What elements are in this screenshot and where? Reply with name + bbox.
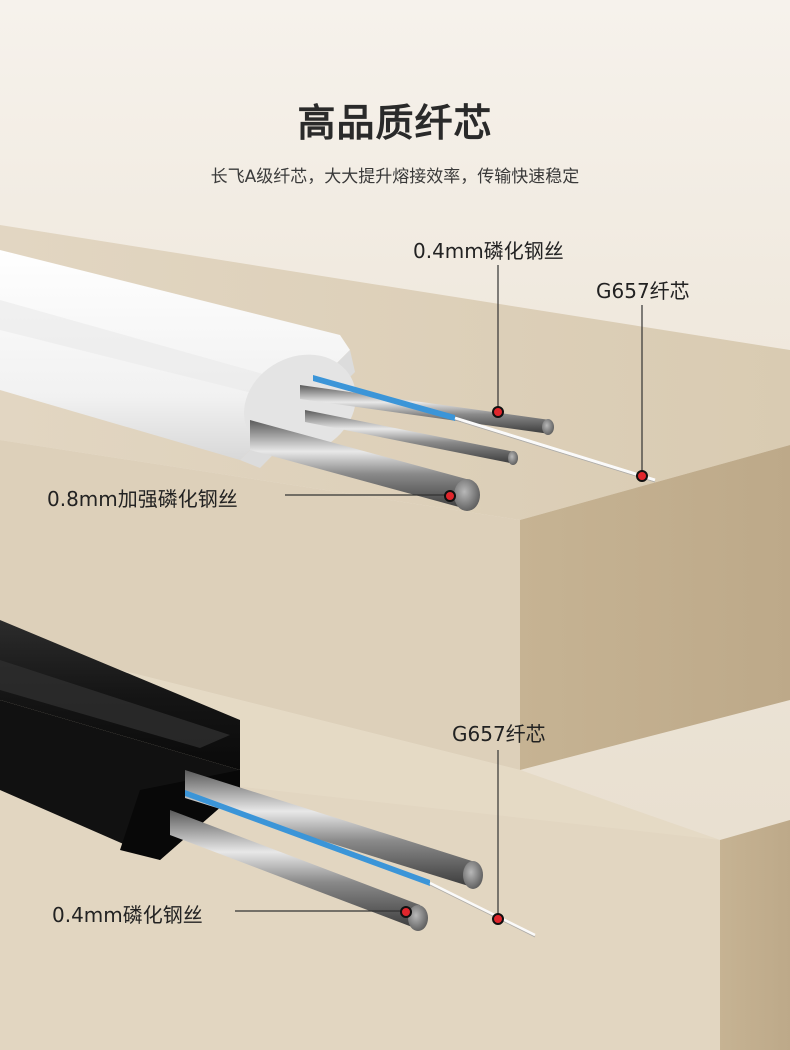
label-bottom-fiber: G657纤芯 [452,722,546,746]
white-drop-cable [0,250,656,511]
callout-leaders [235,265,643,918]
upper-step-side [520,445,790,770]
label-top-fiber: G657纤芯 [596,279,690,303]
page-subtitle: 长飞A级纤芯，大大提升熔接效率，传输快速稳定 [210,167,580,187]
black-drop-cable [0,620,536,938]
page-title: 高品质纤芯 [297,101,493,145]
marker-top-fiber [636,470,648,482]
label-top-strength-wire: 0.8mm加强磷化钢丝 [47,487,238,511]
upper-step-front [0,440,520,770]
lower-step-side [720,820,790,1050]
marker-bottom-fiber [492,913,504,925]
marker-top-strength-wire [444,490,456,502]
marker-top-steel-wire [492,406,504,418]
label-top-steel-wire: 0.4mm磷化钢丝 [413,239,564,263]
callout-markers [400,406,648,925]
lower-step-highlight [0,640,720,840]
label-bottom-steel-wire: 0.4mm磷化钢丝 [52,903,203,927]
marker-bottom-steel-wire [400,906,412,918]
